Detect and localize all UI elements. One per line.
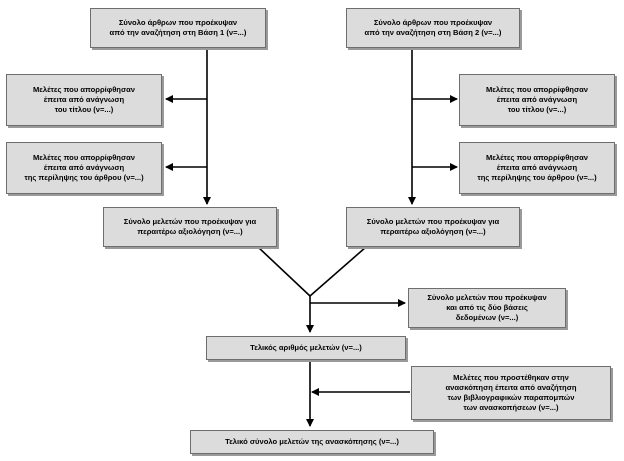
final-set-box: Τελικό σύνολο μελετών της ανασκόπησης (ν… xyxy=(190,430,434,454)
final-number-box: Τελικός αριθμός μελετών (ν=...) xyxy=(206,336,406,360)
db2-total-box: Σύνολο άρθρων που προέκυψαν από την αναζ… xyxy=(346,8,520,48)
left-abstract-exclusion-box: Μελέτες που απορρίφθησαν έπειτα από ανάγ… xyxy=(6,142,162,194)
left-title-exclusion-box: Μελέτες που απορρίφθησαν έπειτα από ανάγ… xyxy=(6,74,162,126)
left-merge-line xyxy=(257,246,311,297)
added-studies-box: Μελέτες που προστέθηκαν στην ανασκόπηση … xyxy=(411,366,611,420)
right-title-exclusion-box: Μελέτες που απορρίφθησαν έπειτα από ανάγ… xyxy=(459,74,615,126)
db1-total-box: Σύνολο άρθρων που προέκυψαν από την αναζ… xyxy=(90,8,266,48)
right-abstract-exclusion-box: Μελέτες που απορρίφθησαν έπειτα από ανάγ… xyxy=(459,142,615,194)
right-merge-line xyxy=(309,246,367,297)
right-further-evaluation-box: Σύνολο μελετών που προέκυψαν για περαιτέ… xyxy=(346,207,520,247)
both-databases-box: Σύνολο μελετών που προέκυψαν και από τις… xyxy=(408,288,566,328)
left-further-evaluation-box: Σύνολο μελετών που προέκυψαν για περαιτέ… xyxy=(103,207,277,247)
